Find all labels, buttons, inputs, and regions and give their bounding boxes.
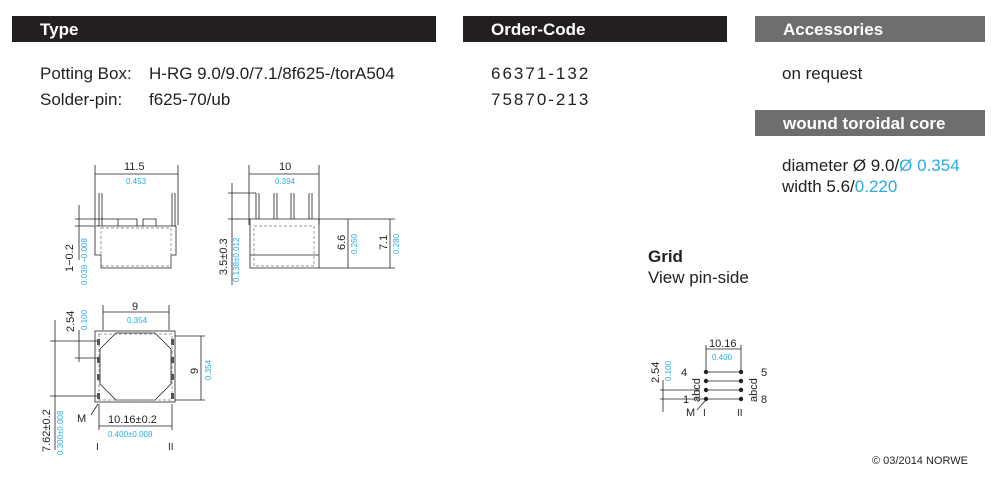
dim-h2: 3.5±0.3 [218,238,230,275]
core-diameter: diameter Ø 9.0/Ø 0.354 [782,155,960,177]
top-mark: M [77,413,86,425]
dim-top-h: 9 [189,368,201,374]
solder-pin-value: f625-70/ub [149,90,231,109]
dim-w1: 11.5 [124,161,145,173]
grid-col-2: II [737,408,743,419]
dim-top-w-in: 0.354 [127,316,148,325]
dim-h4-in: 0.280 [392,233,401,254]
accessories-value: on request [782,64,863,83]
type-header: Type [12,16,436,42]
dim-h1-in: 0.039 −0.008 [80,238,89,285]
grid-pin-5: 5 [761,367,767,379]
dim-w2: 10 [279,161,291,173]
grid-pin-1: 1 [683,394,689,406]
dim-top-h-in: 0.354 [204,359,213,380]
dim-pitch: 2.54 [65,311,77,332]
dim-h4: 7.1 [378,235,390,250]
grid-mark: M [686,407,695,419]
dim-w2-in: 0.394 [275,177,296,186]
grid-pitch-in: 0.100 [664,360,673,381]
grid-pitch: 2.54 [650,362,662,383]
order-code-1: 66371-132 [491,64,591,83]
core-width: width 5.6/0.220 [782,176,897,198]
dim-h1: 1−0.2 [64,244,76,272]
solder-pin-label: Solder-pin: [40,90,123,109]
order-code-2: 75870-213 [491,90,591,109]
pin-grid: 10.16 0.400 2.54 0.100 4 1 5 8 abcd abcd… [650,338,767,419]
order-code-header: Order-Code [463,16,727,42]
grid-pin-8: 8 [761,394,767,406]
grid-dim-in: 0.400 [712,353,733,362]
dim-h3: 6.6 [336,235,348,250]
side-view-side: 10 0.394 3.5±0.3 0.138±0.012 6.6 0.260 7… [218,161,401,285]
side-view-front: 11.5 0.453 1−0.2 0.039 −0.008 [64,161,179,285]
dim-row: 7.62±0.2 [41,409,53,452]
dim-span-in: 0.400±0.008 [108,430,153,439]
grid-dim: 10.16 [709,338,737,350]
grid-rows-left: abcd [691,378,703,402]
grid-col-1: I [703,408,706,419]
dim-pitch-in: 0.100 [80,309,89,330]
core-header: wound toroidal core [755,110,985,136]
col-2-label: II [168,442,174,453]
col-1-label: I [96,442,99,453]
potting-box-value: H-RG 9.0/9.0/7.1/8f625-/torA504 [149,64,395,83]
dim-h3-in: 0.260 [350,233,359,254]
grid-title: Grid [648,247,683,266]
grid-rows-right: abcd [748,378,760,402]
diameter-mm: diameter Ø 9.0/ [782,156,900,175]
grid-subtitle: View pin-side [648,268,749,287]
diameter-inch: Ø 0.354 [899,156,960,175]
dim-w1-in: 0.453 [126,177,147,186]
copyright: © 03/2014 NORWE [872,455,968,467]
potting-box-label: Potting Box: [40,64,132,83]
dim-top-w: 9 [132,301,138,313]
top-view: 9 0.354 9 0.354 2.54 0.100 7.62±0.2 0.30… [41,301,213,455]
accessories-header: Accessories [755,16,985,42]
dim-row-in: 0.300±0.008 [56,410,65,455]
width-inch: 0.220 [854,177,898,196]
dim-h2-in: 0.138±0.012 [232,237,241,282]
dim-span: 10.16±0.2 [108,414,157,426]
grid-pin-4: 4 [681,367,687,379]
width-mm: width 5.6/ [782,177,855,196]
